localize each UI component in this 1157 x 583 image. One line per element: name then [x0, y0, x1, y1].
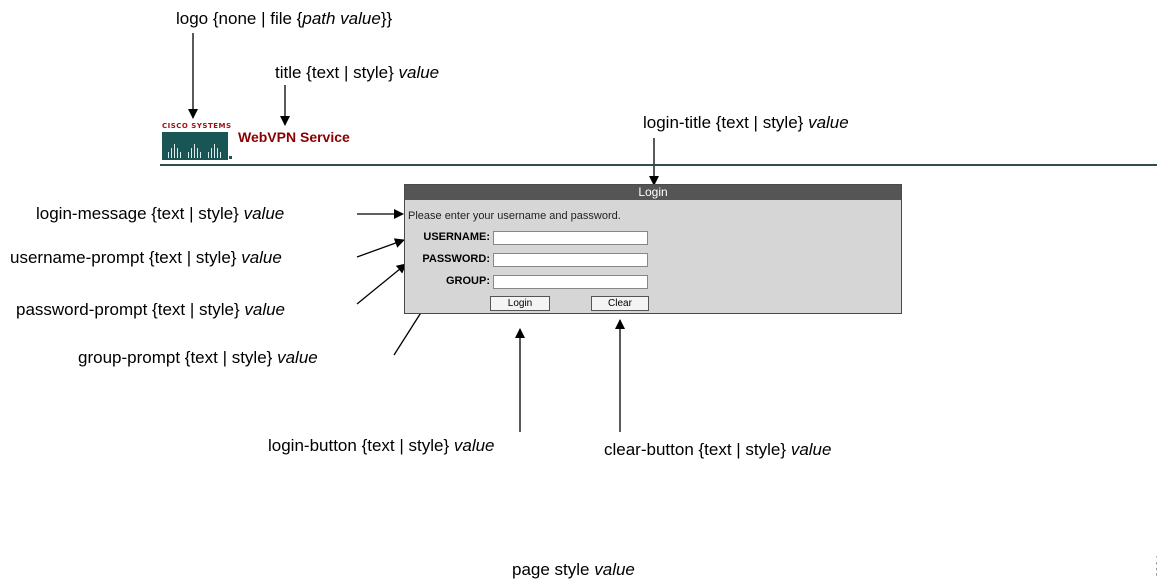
login-title-annotation: login-title {text | style} value	[643, 113, 849, 132]
password-prompt: PASSWORD:	[422, 253, 490, 265]
clear-button[interactable]: Clear	[591, 296, 649, 311]
login-message-annotation: login-message {text | style} value	[36, 204, 285, 223]
username-field[interactable]	[493, 231, 648, 245]
page-style-annotation: page style value	[512, 560, 635, 579]
login-title: Login	[405, 185, 901, 200]
header-divider	[160, 164, 1157, 166]
service-title: WebVPN Service	[238, 129, 350, 145]
username-prompt: USERNAME:	[423, 231, 490, 243]
login-panel: Login Please enter your username and pas…	[404, 184, 902, 314]
login-button-annotation: login-button {text | style} value	[268, 436, 495, 455]
username-prompt-arrow	[356, 238, 405, 258]
group-field[interactable]	[493, 275, 648, 289]
password-prompt-arrow	[356, 263, 407, 305]
group-prompt-annotation: group-prompt {text | style} value	[78, 348, 318, 367]
login-message: Please enter your username and password.	[408, 210, 621, 222]
username-prompt-annotation: username-prompt {text | style} value	[10, 248, 282, 267]
password-field[interactable]	[493, 253, 648, 267]
logo-bars-icon	[162, 132, 228, 160]
group-prompt: GROUP:	[446, 275, 490, 287]
clear-button-annotation: clear-button {text | style} value	[604, 440, 832, 459]
logo-annotation: logo {none | file {path value}}	[176, 9, 393, 28]
cisco-logo: CISCO SYSTEMS	[162, 122, 232, 162]
password-prompt-annotation: password-prompt {text | style} value	[16, 300, 285, 319]
login-button[interactable]: Login	[490, 296, 550, 311]
title-annotation: title {text | style} value	[275, 63, 440, 82]
logo-wordmark: CISCO SYSTEMS	[162, 122, 232, 130]
